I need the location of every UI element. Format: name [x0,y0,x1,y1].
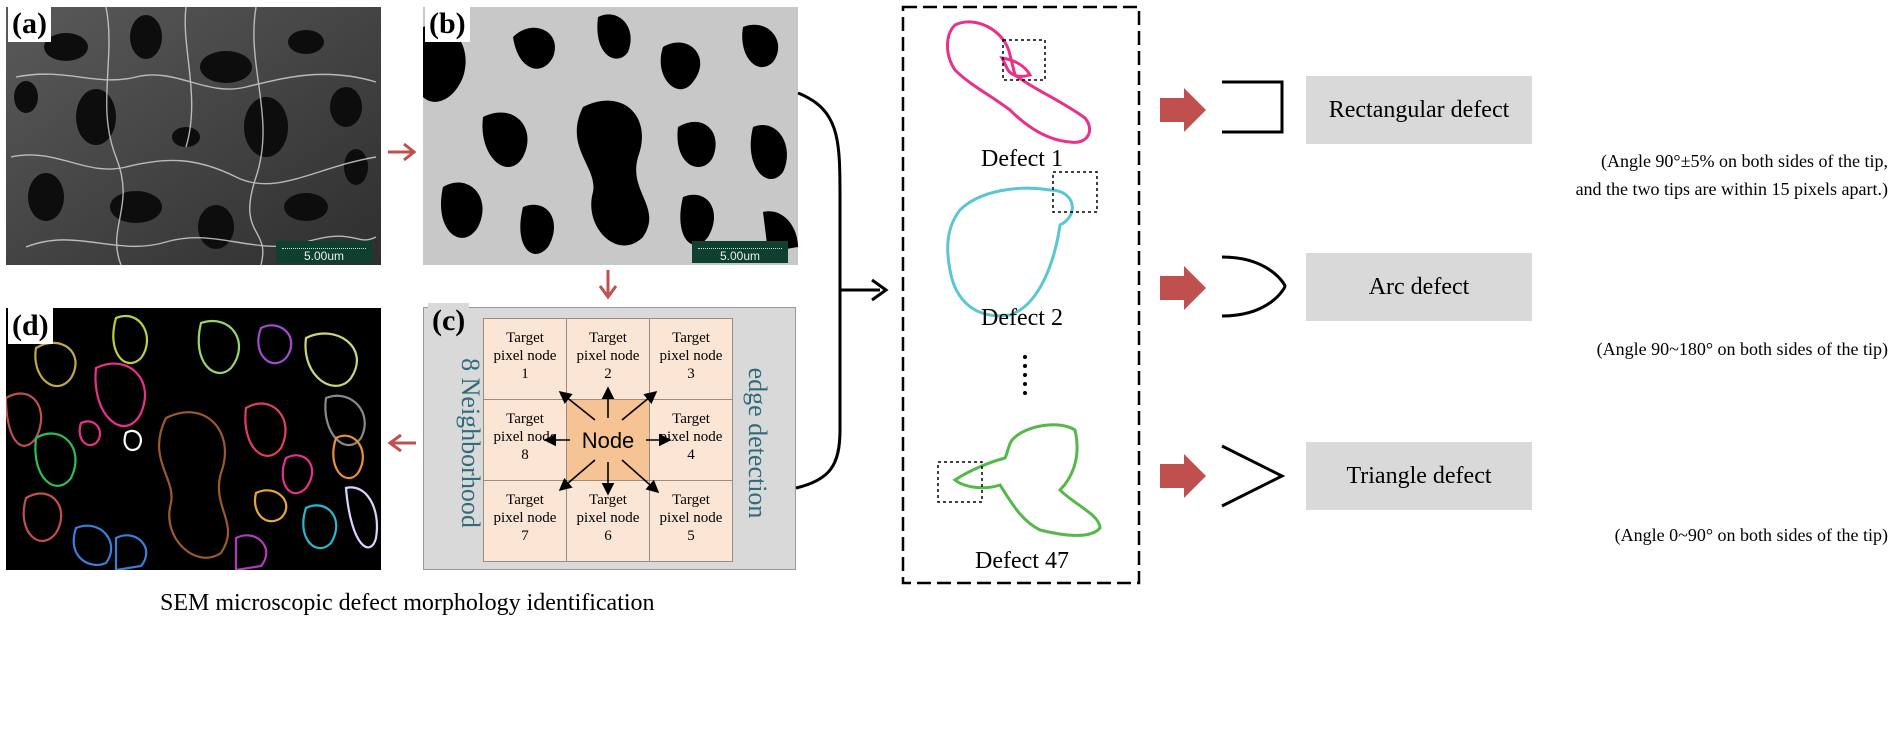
sem-texture [6,7,381,265]
cell-number: 6 [604,528,612,544]
panel-a-scale-bar: 5.00um [276,241,372,263]
bracket-connector [795,91,842,490]
cell-number: 3 [687,366,695,382]
panel-c-label: (c) [428,303,470,339]
panel-b-label: (b) [425,6,470,42]
panel-b-scale-bar: 5.00um [692,241,788,263]
binary-blobs [423,7,798,265]
cell-text: Target [506,411,544,427]
defect-1-contour [946,20,1091,144]
cell-number: 8 [521,447,529,463]
rectangular-condition-2: and the two tips are within 15 pixels ap… [1575,179,1888,199]
binary-image-panel-b [423,7,798,265]
grid-cell-1: Target pixel node 1 [483,318,567,400]
cell-text: pixel node [659,429,723,445]
cell-text: pixel node [493,429,557,445]
cell-text: pixel node [576,348,640,364]
cell-text: pixel node [659,510,723,526]
defect-2-label: Defect 2 [981,305,1063,331]
center-node-text: Node [581,428,635,453]
rectangular-glyph [1222,80,1284,134]
panel-a-scale-text: 5.00um [303,249,345,263]
grid-cell-5: Target pixel node 5 [649,480,733,562]
contour-image-panel-d [6,308,381,570]
defect-1-notch [999,56,1033,78]
arc-condition: (Angle 90~180° on both sides of the tip) [1596,339,1888,359]
defect-47-label: Defect 47 [975,548,1069,574]
cell-number: 1 [521,366,529,382]
rectangular-defect-box: Rectangular defect [1306,76,1532,144]
red-flow-arrows [387,142,618,453]
cell-number: 4 [687,447,695,463]
ellipsis-dots [1023,355,1027,395]
cell-text: pixel node [493,348,557,364]
node-neighbor-arrows [543,386,672,496]
sem-image-panel-a [6,7,381,265]
type-block-arrows [1160,88,1206,498]
cell-text: pixel node [493,510,557,526]
defects-container [901,5,1141,585]
arc-defect-box: Arc defect [1306,253,1532,321]
bracket-arrow-head [871,278,889,302]
scale-ticks [698,244,782,249]
scale-ticks [282,244,366,249]
triangle-defect-box: Triangle defect [1306,442,1532,510]
cell-text: Target [506,492,544,508]
contour-lines [6,315,379,570]
panel-a-label: (a) [8,6,51,42]
defect-1-label: Defect 1 [981,146,1063,172]
cell-text: Target [506,330,544,346]
triangle-condition: (Angle 0~90° on both sides of the tip) [1614,525,1888,545]
cell-text: pixel node [659,348,723,364]
panel-d-label: (d) [8,308,53,344]
cell-number: 2 [604,366,612,382]
cell-text: Target [672,492,710,508]
cell-text: pixel node [576,510,640,526]
cell-text: Target [672,411,710,427]
defect-1-marker [1002,39,1046,81]
cell-text: Target [672,330,710,346]
defect-47-contour [952,423,1102,537]
cell-number: 7 [521,528,529,544]
panel-b-scale-text: 5.00um [719,249,761,263]
rectangular-condition-1: (Angle 90°±5% on both sides of the tip, [1600,151,1888,171]
figure-caption: SEM microscopic defect morphology identi… [160,590,655,616]
grid-cell-3: Target pixel node 3 [649,318,733,400]
cell-number: 5 [687,528,695,544]
defect-2-contour [946,186,1074,318]
triangle-glyph [1221,444,1286,508]
cell-text: Target [589,492,627,508]
grid-cell-2: Target pixel node 2 [566,318,650,400]
arc-glyph [1221,255,1287,318]
cell-text: Target [589,330,627,346]
